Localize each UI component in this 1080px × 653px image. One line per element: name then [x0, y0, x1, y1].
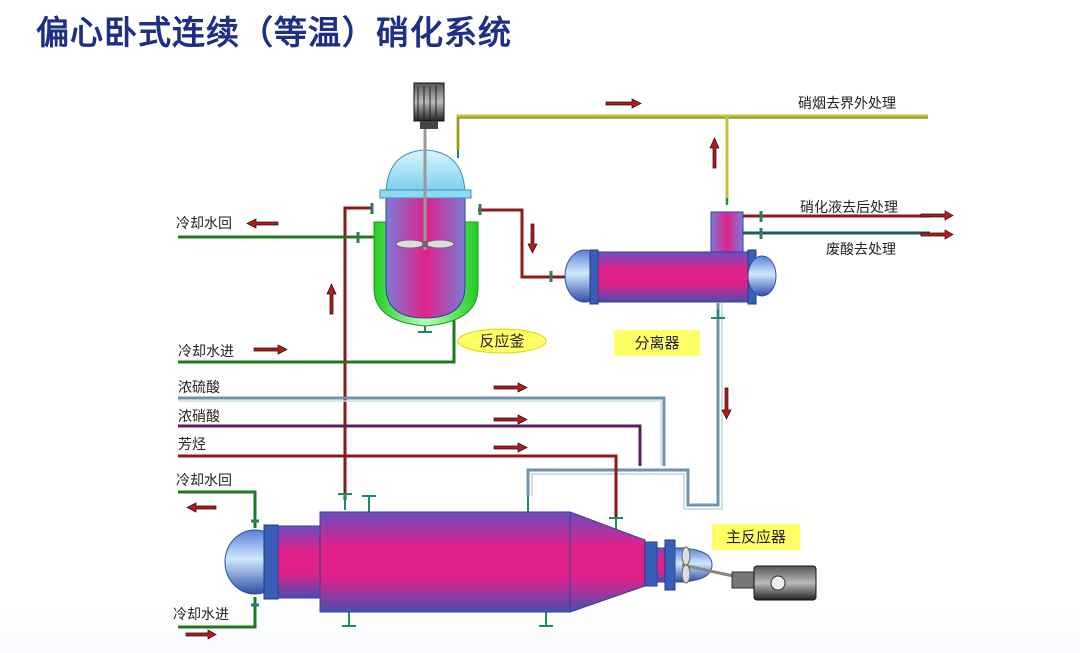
flow-arrow-icon: [185, 98, 954, 640]
label-nitro-liquid: 硝化液去后处理: [800, 200, 898, 216]
separator-tag-label: 分离器: [634, 334, 679, 352]
reactor-tag-label: 反应釜: [479, 332, 524, 350]
label-cool-return-top: 冷却水回: [176, 216, 232, 232]
label-cool-in-top: 冷却水进: [178, 344, 234, 360]
main-reactor: [224, 511, 817, 613]
motor-icon: [413, 82, 445, 129]
stirrer-icon: [395, 129, 455, 250]
label-waste-acid: 废酸去处理: [826, 242, 896, 258]
label-cool-return-bottom: 冷却水回: [176, 473, 232, 489]
main-reactor-tag: 主反应器: [712, 524, 800, 550]
label-conc-sulfuric: 浓硫酸: [178, 380, 220, 396]
reactor-tag: 反应釜: [457, 328, 547, 354]
main-reactor-tag-label: 主反应器: [726, 528, 786, 546]
label-nitro-smoke: 硝烟去界外处理: [798, 96, 896, 112]
motor-icon: [731, 565, 817, 601]
reactor-kettle: [373, 82, 479, 327]
label-cool-in-bottom: 冷却水进: [173, 607, 229, 623]
separator-tag: 分离器: [614, 330, 700, 356]
pipe-network: [178, 114, 930, 629]
separator-vessel: [564, 211, 777, 305]
page-title: 偏心卧式连续（等温）硝化系统: [36, 13, 512, 52]
label-conc-nitric: 浓硝酸: [178, 409, 220, 425]
label-aromatic: 芳烃: [178, 436, 206, 453]
